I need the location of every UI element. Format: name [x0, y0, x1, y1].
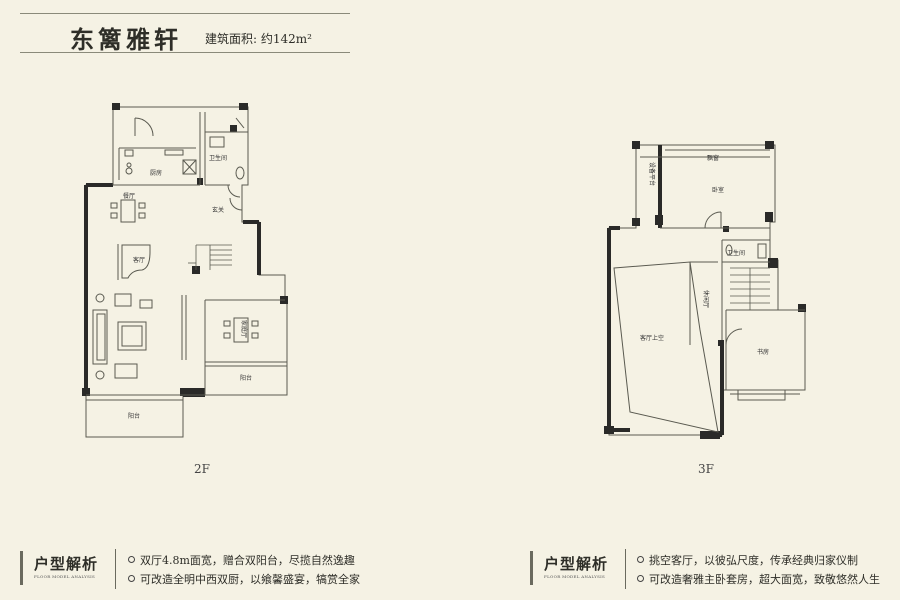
room-label-2f-family: 家庭厅 [240, 320, 248, 338]
floor-plans: 卫生间 厨房 餐厅 玄关 客厅 家庭厅 阳台 阳台 [82, 103, 806, 439]
bullet-icon [637, 575, 644, 582]
analysis-list-right: 挑空客厅，以彼弘尺度，传承经典归家仪制 可改造奢雅主卧套房，超大面宽，致敬悠然人… [637, 551, 880, 589]
analysis-subtitle-left: FLOOR MODEL ANALYSIS [34, 574, 96, 579]
floor-label-2f: 2F [194, 462, 210, 476]
room-label-3f-bathroom: 卫生间 [727, 249, 745, 257]
room-label-3f-living-void: 客厅上空 [640, 334, 664, 342]
analysis-title-left: 户型解析 [34, 555, 99, 573]
labels-3f: 设备平台 飘窗 卧室 卫生间 休闲厅 客厅上空 书房 [640, 154, 769, 356]
analysis-point: 可改造奢雅主卧套房，超大面宽，致敬悠然人生 [637, 570, 880, 589]
room-label-3f-window: 飘窗 [707, 154, 719, 162]
room-label-2f-living: 客厅 [133, 256, 145, 264]
analysis-box-left: 户型解析 FLOOR MODEL ANALYSIS [20, 549, 116, 589]
floor-label-3f: 3F [698, 462, 714, 476]
analysis-box-right: 户型解析 FLOOR MODEL ANALYSIS [530, 549, 626, 589]
plan-2f [82, 103, 288, 438]
room-label-3f-study: 书房 [757, 348, 769, 356]
analysis-bar-right [530, 551, 533, 585]
title-rule-top [20, 13, 350, 14]
room-label-2f-dining: 餐厅 [123, 192, 135, 200]
analysis-point: 双厅4.8m面宽，赠合双阳台，尽揽自然逸趣 [128, 551, 360, 570]
room-label-2f-entrance: 玄关 [212, 206, 224, 214]
labels-2f: 卫生间 厨房 餐厅 玄关 客厅 家庭厅 阳台 阳台 [123, 154, 252, 420]
analysis-subtitle-right: FLOOR MODEL ANALYSIS [544, 574, 606, 579]
plan-3f [604, 141, 806, 439]
analysis-point: 挑空客厅，以彼弘尺度，传承经典归家仪制 [637, 551, 880, 570]
room-label-2f-kitchen: 厨房 [150, 169, 162, 177]
bullet-icon [128, 556, 135, 563]
page-title: 东篱雅轩 [70, 25, 182, 54]
room-label-2f-bathroom: 卫生间 [209, 154, 227, 162]
analysis-bar-left [20, 551, 23, 585]
bullet-icon [637, 556, 644, 563]
room-label-3f-lounge: 休闲厅 [702, 290, 710, 308]
area-text: 建筑面积: 约142m² [205, 32, 312, 46]
title-rule-bottom [20, 52, 350, 53]
room-label-2f-balcony-bottom: 阳台 [128, 412, 140, 420]
room-label-2f-balcony-right: 阳台 [240, 374, 252, 382]
analysis-list-left: 双厅4.8m面宽，赠合双阳台，尽揽自然逸趣 可改造全明中西双厨，以飨馨盛宴，犒赏… [128, 551, 360, 589]
room-label-3f-equipment: 设备平台 [648, 162, 656, 186]
bullet-icon [128, 575, 135, 582]
room-label-3f-bedroom: 卧室 [712, 186, 724, 194]
analysis-title-right: 户型解析 [544, 555, 609, 573]
analysis-point: 可改造全明中西双厨，以飨馨盛宴，犒赏全家 [128, 570, 360, 589]
